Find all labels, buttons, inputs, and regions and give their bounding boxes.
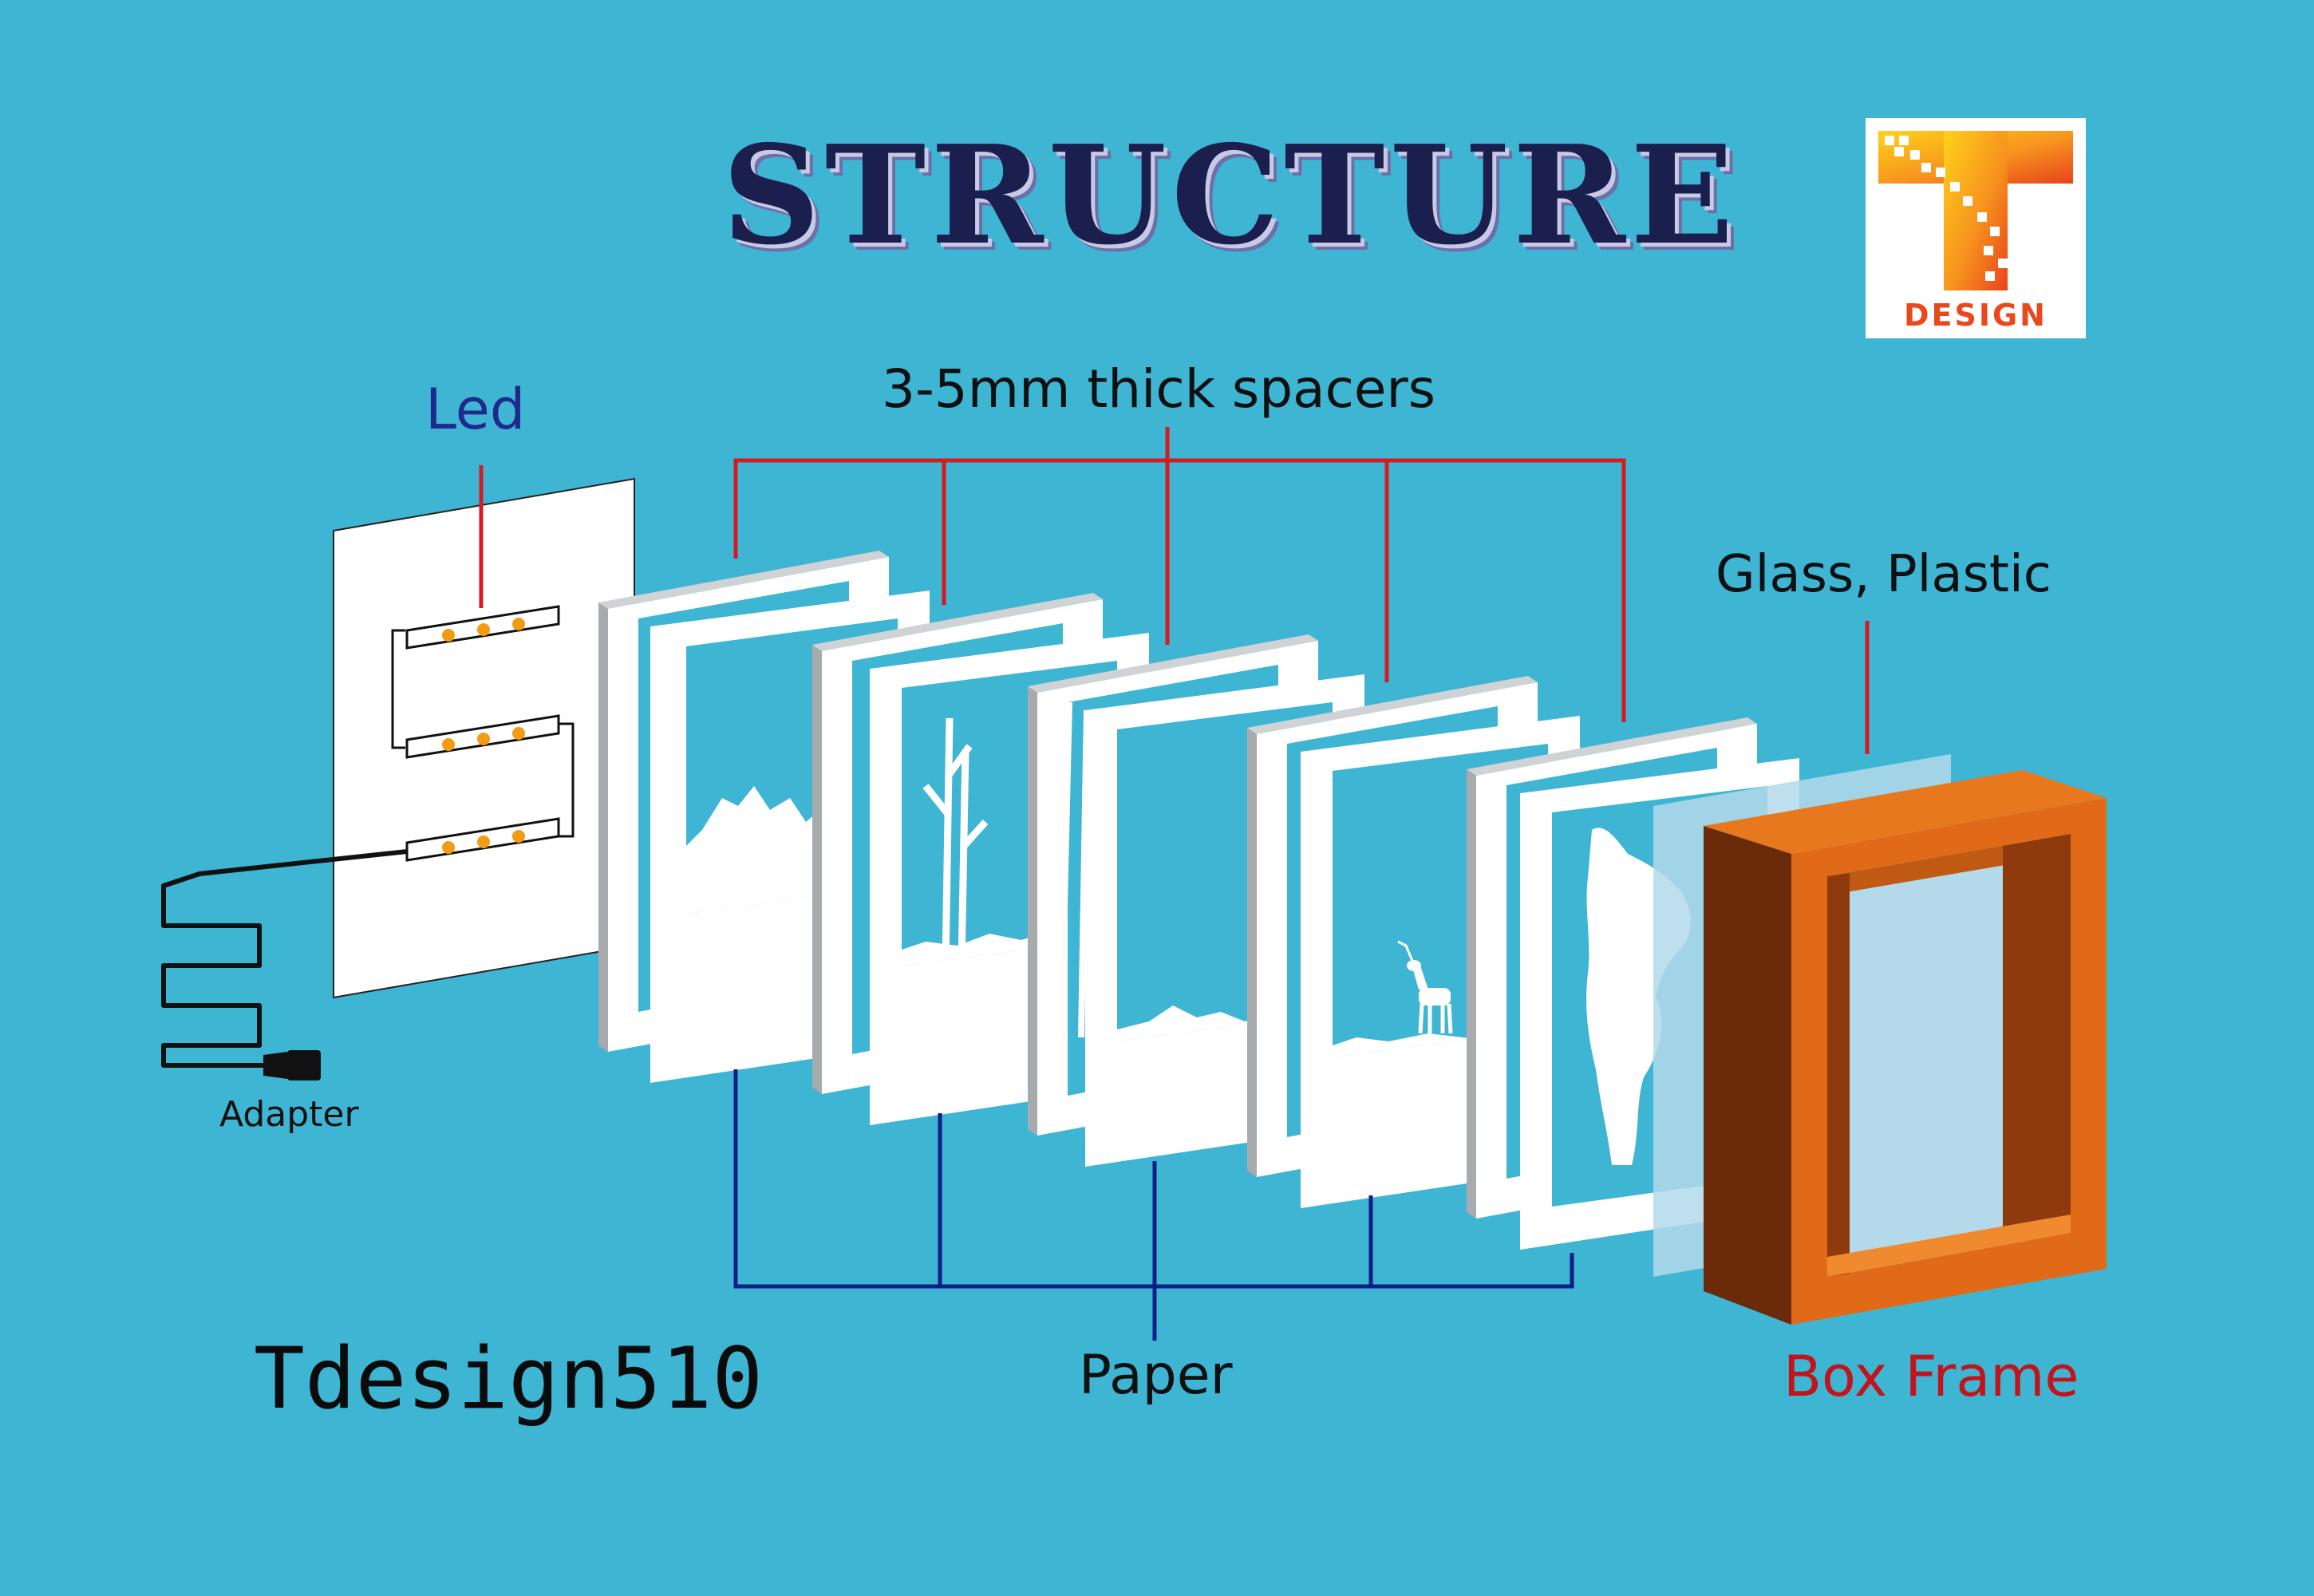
paper-label: Paper: [1079, 1344, 1233, 1407]
led-strip-icon: [405, 605, 560, 650]
tdesign-logo: DESIGN: [1866, 118, 2086, 338]
led-strip-icon: [405, 714, 560, 759]
adapter-cable: [161, 849, 408, 1080]
led-panel: [333, 477, 635, 999]
tree-icon: [1058, 701, 1090, 1038]
deer-icon: [1397, 940, 1453, 1034]
page-title: STRUCTURE: [722, 116, 1739, 275]
box-frame: [1704, 770, 2107, 1325]
spacer-lines: [479, 427, 1870, 754]
tree-icon: [922, 717, 989, 966]
paper-lines: [733, 1069, 1574, 1341]
brand-name: Tdesign510: [254, 1329, 764, 1428]
led-label: Led: [425, 377, 526, 442]
spacers-label: 3-5mm thick spacers: [882, 358, 1436, 420]
adapter-label: Adapter: [219, 1094, 359, 1135]
logo-wordmark: DESIGN: [1903, 298, 2047, 333]
adapter-plug-icon: [263, 1050, 321, 1080]
box-frame-label: Box Frame: [1783, 1344, 2079, 1409]
glass-plastic-label: Glass, Plastic: [1716, 545, 2051, 604]
logo-t-icon: [1878, 131, 2073, 327]
led-strip-icon: [405, 817, 560, 862]
